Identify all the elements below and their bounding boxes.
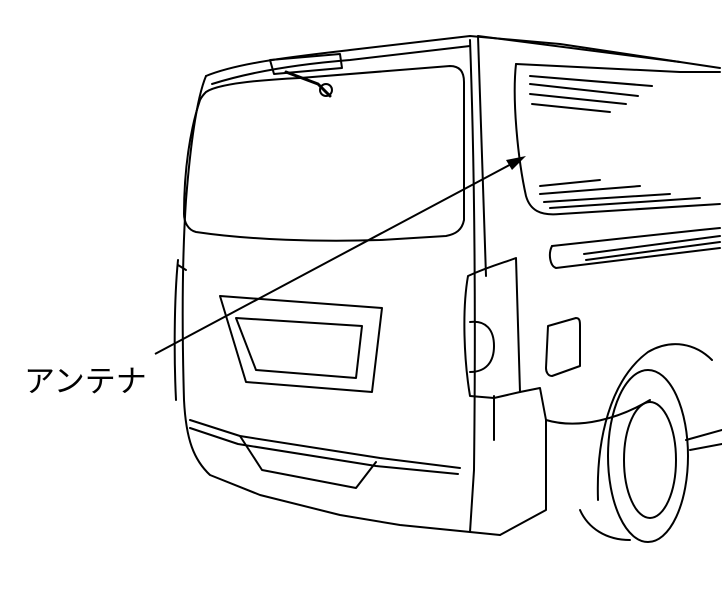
antenna-leader-arrow [154, 156, 526, 355]
antenna-label: アンテナ [24, 364, 147, 400]
van-outline [173, 35, 722, 543]
